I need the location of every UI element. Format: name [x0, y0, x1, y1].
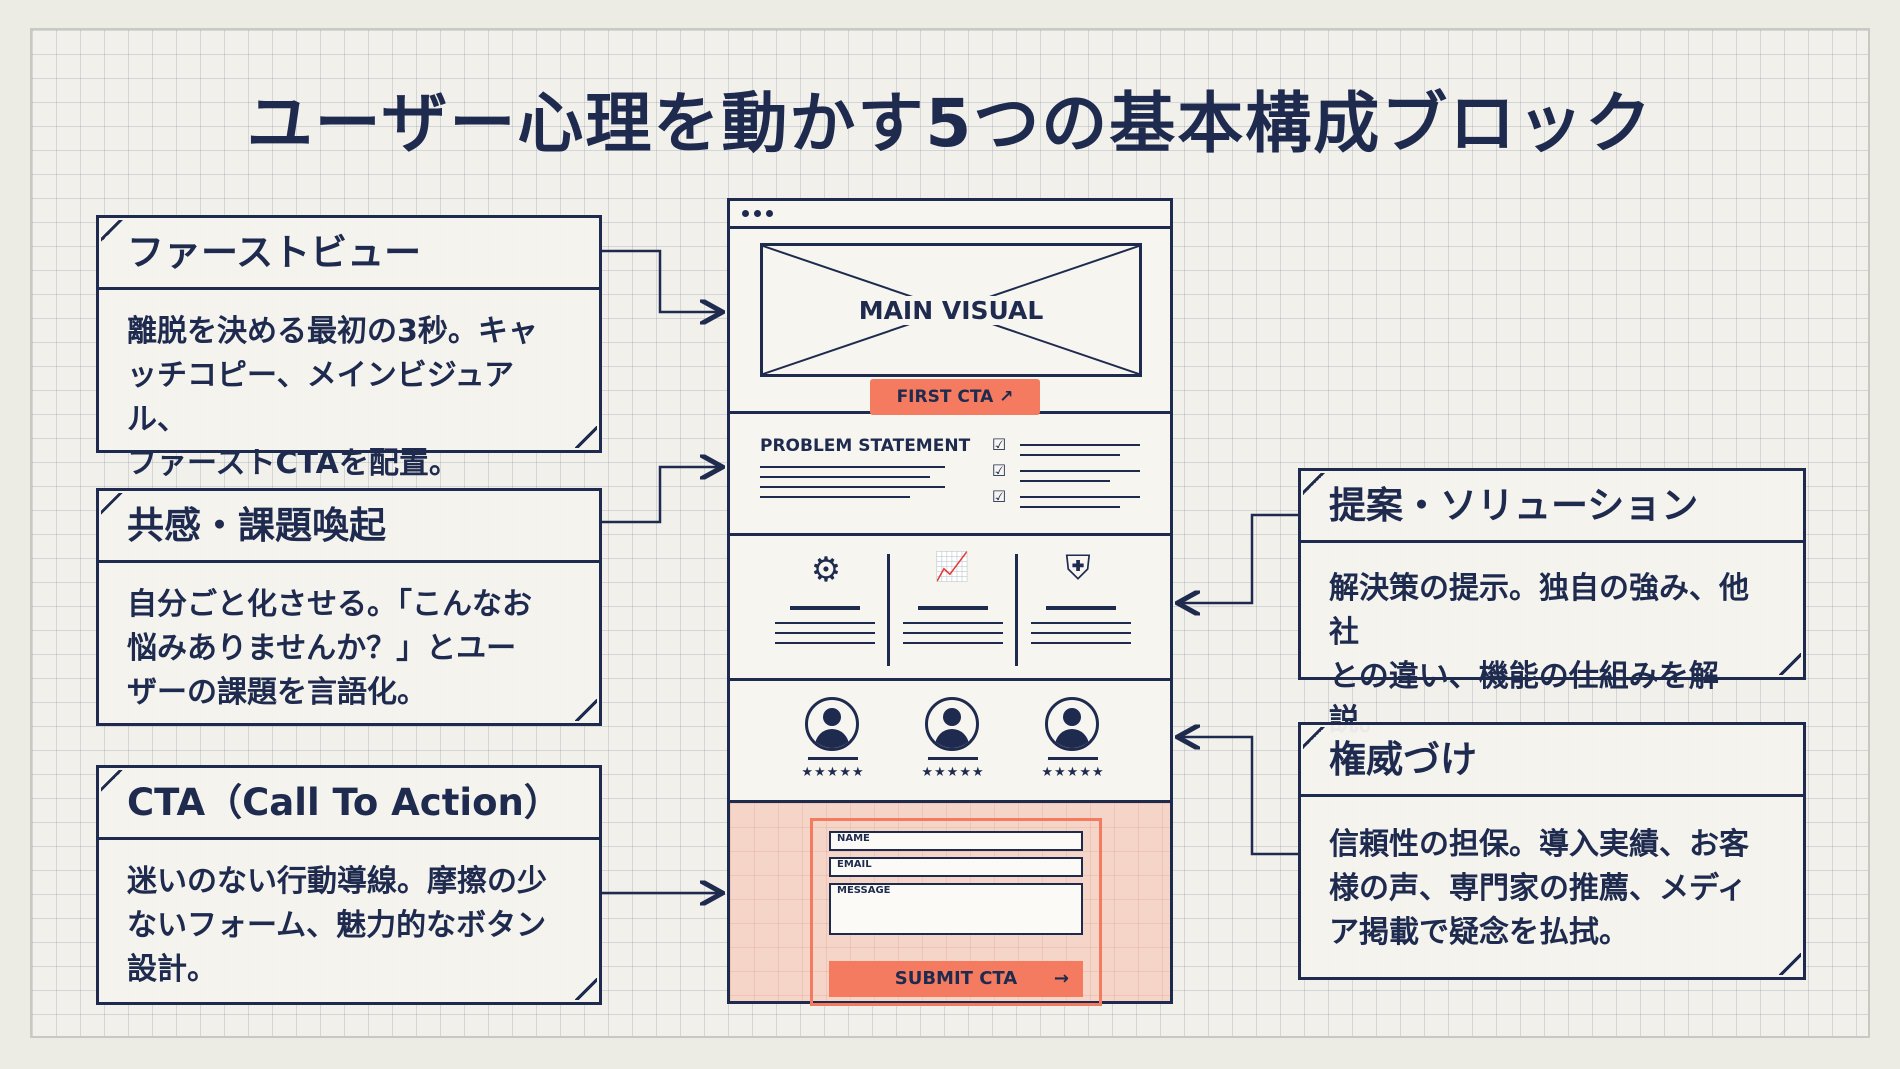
arrow-right-icon: →	[1053, 968, 1069, 989]
column-divider	[1015, 554, 1018, 666]
name-field[interactable]: NAME	[829, 831, 1083, 851]
section-cta: NAME EMAIL MESSAGE SUBMIT CTA →	[730, 803, 1170, 1006]
callout-body: 信頼性の担保。導入実績、お客 様の声、専門家の推薦、メディ ア掲載で疑念を払拭。	[1329, 827, 1749, 950]
avatar	[1045, 697, 1099, 751]
main-visual-label: MAIN VISUAL	[763, 296, 1139, 325]
window-dot	[766, 210, 773, 217]
feature-title-line	[790, 606, 860, 610]
callout-cta: CTA（Call To Action） 迷いのない行動導線。摩擦の少 ないフォー…	[96, 765, 602, 1005]
text-line	[760, 496, 910, 498]
lp-wireframe: MAIN VISUAL FIRST CTA ↗ PROBLEM STATEMEN…	[727, 198, 1173, 1006]
checkbox-icon: ☑	[991, 461, 1007, 480]
name-line	[928, 757, 978, 760]
rating-stars: ★★★★★	[1041, 765, 1105, 780]
first-cta-button[interactable]: FIRST CTA ↗	[870, 379, 1040, 415]
callout-body: 離脱を決める最初の3秒。キャ ッチコピー、メインビジュアル、 ファーストCTAを…	[127, 314, 538, 481]
corner-mark	[575, 978, 597, 1000]
arrow-solution	[1180, 513, 1298, 603]
submit-cta-button[interactable]: SUBMIT CTA →	[829, 961, 1083, 997]
corner-mark	[575, 699, 597, 721]
corner-mark	[101, 770, 123, 792]
text-line	[760, 486, 945, 488]
gear-icon: ⚙	[810, 550, 842, 590]
email-field[interactable]: EMAIL	[829, 857, 1083, 877]
main-visual-placeholder: MAIN VISUAL	[760, 243, 1142, 377]
callout-first-view: ファーストビュー 離脱を決める最初の3秒。キャ ッチコピー、メインビジュアル、 …	[96, 215, 602, 481]
corner-mark	[1303, 473, 1325, 495]
callout-empathy: 共感・課題喚起 自分ごと化させる。「こんなお 悩みありませんか？」とユー ザーの…	[96, 488, 602, 726]
corner-mark	[575, 426, 597, 448]
section-first-view: MAIN VISUAL FIRST CTA ↗	[730, 229, 1170, 415]
rating-stars: ★★★★★	[801, 765, 865, 780]
text-line	[1020, 480, 1110, 482]
column-divider	[887, 554, 890, 666]
name-line	[808, 757, 858, 760]
callout-body: 迷いのない行動導線。摩擦の少 ないフォーム、魅力的なボタン 設計。	[127, 864, 547, 987]
section-problem: PROBLEM STATEMENT ☑ ☑ ☑	[730, 414, 1170, 536]
callout-body: 解決策の提示。独自の強み、他社 との違い、機能の仕組みを解説。	[1329, 571, 1749, 738]
name-line	[1048, 757, 1098, 760]
corner-mark	[1303, 727, 1325, 749]
window-dot	[754, 210, 761, 217]
page-title: ユーザー心理を動かす5つの基本構成ブロック	[246, 85, 1654, 162]
rating-stars: ★★★★★	[921, 765, 985, 780]
corner-mark	[101, 493, 123, 515]
text-line	[1020, 506, 1120, 508]
text-line	[1020, 454, 1120, 456]
callout-solution: 提案・ソリューション 解決策の提示。独自の強み、他社 との違い、機能の仕組みを解…	[1298, 468, 1806, 738]
callout-heading: ファーストビュー	[99, 218, 599, 290]
section-authority: ★★★★★ ★★★★★ ★★★★★	[730, 681, 1170, 803]
corner-mark	[101, 220, 123, 242]
avatar	[805, 697, 859, 751]
browser-bar	[730, 201, 1170, 229]
chart-icon: 📈	[934, 550, 970, 583]
callout-heading: 共感・課題喚起	[99, 491, 599, 563]
text-line	[760, 476, 930, 478]
window-dot	[742, 210, 749, 217]
avatar	[925, 697, 979, 751]
callout-body: 自分ごと化させる。「こんなお 悩みありませんか？」とユー ザーの課題を言語化。	[127, 587, 532, 710]
cta-form: NAME EMAIL MESSAGE SUBMIT CTA →	[810, 818, 1102, 1006]
corner-mark	[1779, 653, 1801, 675]
text-line	[1031, 622, 1131, 624]
callout-heading: CTA（Call To Action）	[99, 768, 599, 840]
text-line	[1031, 632, 1131, 634]
shield-icon: ⛨	[1065, 548, 1091, 588]
text-line	[1020, 444, 1140, 446]
feature-title-line	[1046, 606, 1116, 610]
text-line	[775, 632, 875, 634]
text-line	[775, 642, 875, 644]
text-line	[1031, 642, 1131, 644]
text-line	[1020, 470, 1140, 472]
feature-title-line	[918, 606, 988, 610]
callout-heading: 提案・ソリューション	[1301, 471, 1803, 543]
callout-authority: 権威づけ 信頼性の担保。導入実績、お客 様の声、専門家の推薦、メディ ア掲載で疑…	[1298, 722, 1806, 980]
text-line	[903, 632, 1003, 634]
checkbox-icon: ☑	[991, 487, 1007, 506]
message-field[interactable]: MESSAGE	[829, 883, 1083, 935]
text-line	[903, 642, 1003, 644]
text-line	[903, 622, 1003, 624]
text-line	[775, 622, 875, 624]
text-line	[1020, 496, 1140, 498]
section-solution: ⚙ 📈 ⛨	[730, 536, 1170, 681]
arrow-authority	[1180, 737, 1298, 856]
problem-statement-label: PROBLEM STATEMENT	[760, 436, 971, 456]
arrow-empathy	[602, 467, 720, 524]
arrow-first-view	[602, 249, 720, 312]
text-line	[760, 466, 945, 468]
checkbox-icon: ☑	[991, 435, 1007, 454]
corner-mark	[1779, 953, 1801, 975]
callout-heading: 権威づけ	[1301, 725, 1803, 797]
